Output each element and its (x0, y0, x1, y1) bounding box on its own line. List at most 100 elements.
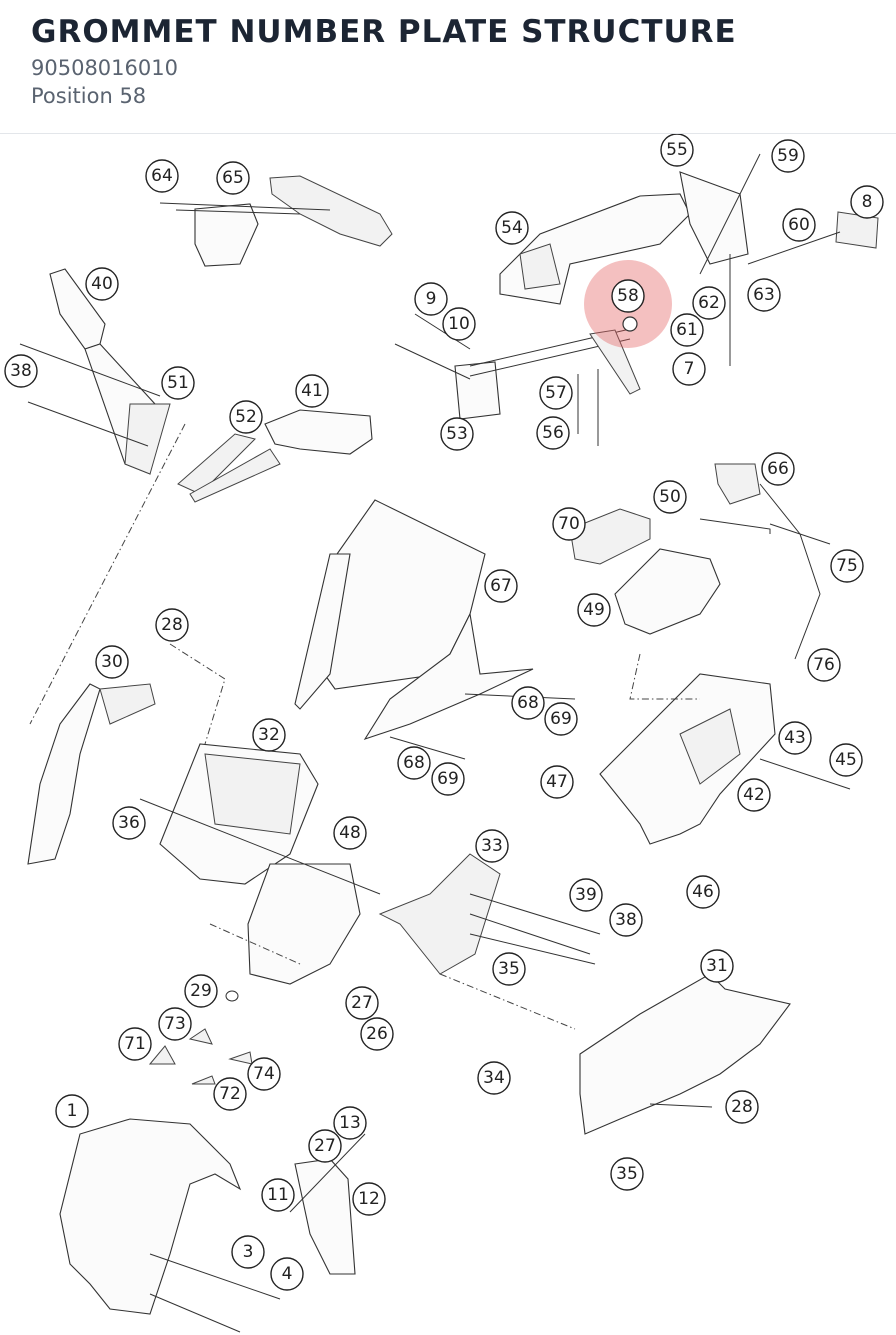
callout-52[interactable]: 52 (229, 400, 263, 434)
callout-label: 1 (67, 1101, 78, 1121)
callout-64[interactable]: 64 (145, 159, 179, 193)
callout-57[interactable]: 57 (539, 376, 573, 410)
callout-label: 71 (124, 1034, 146, 1054)
callout-1[interactable]: 1 (55, 1094, 89, 1128)
callout-74[interactable]: 74 (247, 1057, 281, 1091)
callout-circle (184, 974, 218, 1008)
callout-69[interactable]: 69 (431, 762, 465, 796)
callout-47[interactable]: 47 (540, 765, 574, 799)
callout-30[interactable]: 30 (95, 645, 129, 679)
callout-65[interactable]: 65 (216, 161, 250, 195)
callout-9[interactable]: 9 (414, 282, 448, 316)
callout-36[interactable]: 36 (112, 806, 146, 840)
callout-34[interactable]: 34 (477, 1061, 511, 1095)
callout-29[interactable]: 29 (184, 974, 218, 1008)
callout-60[interactable]: 60 (782, 208, 816, 242)
callout-27[interactable]: 27 (308, 1129, 342, 1163)
callout-33[interactable]: 33 (475, 829, 509, 863)
callout-13[interactable]: 13 (333, 1106, 367, 1140)
part-30-side-fairing (27, 683, 156, 865)
callout-38[interactable]: 38 (609, 903, 643, 937)
callout-58[interactable]: 58 (611, 279, 645, 313)
callout-51[interactable]: 51 (161, 366, 195, 400)
callout-10[interactable]: 10 (442, 307, 476, 341)
callout-55[interactable]: 55 (660, 134, 694, 167)
callout-circle (261, 1178, 295, 1212)
callout-circle (692, 286, 726, 320)
callout-label: 46 (692, 882, 714, 902)
part-32-airbox (159, 743, 319, 885)
callout-32[interactable]: 32 (252, 718, 286, 752)
callout-label: 38 (615, 910, 637, 930)
callout-circle (308, 1129, 342, 1163)
callout-59[interactable]: 59 (771, 139, 805, 173)
callout-label: 53 (446, 424, 468, 444)
callout-73[interactable]: 73 (158, 1007, 192, 1041)
callout-label: 48 (339, 823, 361, 843)
callout-7[interactable]: 7 (672, 352, 706, 386)
callout-70[interactable]: 70 (552, 507, 586, 541)
callout-circle (85, 267, 119, 301)
callout-label: 35 (616, 1164, 638, 1184)
callout-76[interactable]: 76 (807, 648, 841, 682)
callout-26[interactable]: 26 (360, 1017, 394, 1051)
callout-71[interactable]: 71 (118, 1027, 152, 1061)
callout-28[interactable]: 28 (725, 1090, 759, 1124)
callout-67[interactable]: 67 (484, 569, 518, 603)
part-1-front-fender (59, 1118, 281, 1333)
callout-circle (611, 279, 645, 313)
callout-label: 65 (222, 168, 244, 188)
callout-label: 11 (267, 1185, 289, 1205)
callout-circle (155, 608, 189, 642)
callout-28[interactable]: 28 (155, 608, 189, 642)
callout-69[interactable]: 69 (544, 702, 578, 736)
callout-38[interactable]: 38 (4, 354, 38, 388)
callout-11[interactable]: 11 (261, 1178, 295, 1212)
callout-42[interactable]: 42 (737, 778, 771, 812)
callout-62[interactable]: 62 (692, 286, 726, 320)
callout-label: 7 (684, 359, 695, 379)
callout-label: 60 (788, 215, 810, 235)
callout-35[interactable]: 35 (492, 952, 526, 986)
callout-circle (247, 1057, 281, 1091)
callout-4[interactable]: 4 (270, 1257, 304, 1291)
callout-label: 42 (743, 785, 765, 805)
callout-43[interactable]: 43 (778, 721, 812, 755)
callout-circle (495, 211, 529, 245)
callout-label: 31 (706, 956, 728, 976)
callout-72[interactable]: 72 (213, 1077, 247, 1111)
callout-circle (431, 762, 465, 796)
callout-circle (539, 376, 573, 410)
callout-49[interactable]: 49 (577, 593, 611, 627)
callout-31[interactable]: 31 (700, 949, 734, 983)
callout-40[interactable]: 40 (85, 267, 119, 301)
callout-45[interactable]: 45 (829, 743, 863, 777)
callout-54[interactable]: 54 (495, 211, 529, 245)
callout-68[interactable]: 68 (397, 746, 431, 780)
callout-12[interactable]: 12 (352, 1182, 386, 1216)
callout-label: 35 (498, 959, 520, 979)
part-49-electronics-box (569, 463, 831, 660)
callout-56[interactable]: 56 (536, 416, 570, 450)
callout-53[interactable]: 53 (440, 417, 474, 451)
callout-35[interactable]: 35 (610, 1157, 644, 1191)
callout-label: 66 (767, 459, 789, 479)
callout-46[interactable]: 46 (686, 875, 720, 909)
callout-50[interactable]: 50 (653, 480, 687, 514)
callout-3[interactable]: 3 (231, 1235, 265, 1269)
callout-8[interactable]: 8 (850, 185, 884, 219)
callout-label: 61 (676, 320, 698, 340)
callout-circle (229, 400, 263, 434)
callout-63[interactable]: 63 (747, 278, 781, 312)
callout-circle (360, 1017, 394, 1051)
grommet-58[interactable] (622, 316, 638, 332)
callout-circle (252, 718, 286, 752)
callout-68[interactable]: 68 (511, 686, 545, 720)
callout-41[interactable]: 41 (295, 374, 329, 408)
callout-39[interactable]: 39 (569, 878, 603, 912)
callout-66[interactable]: 66 (761, 452, 795, 486)
callout-27[interactable]: 27 (345, 986, 379, 1020)
callout-61[interactable]: 61 (670, 313, 704, 347)
callout-75[interactable]: 75 (830, 549, 864, 583)
callout-48[interactable]: 48 (333, 816, 367, 850)
